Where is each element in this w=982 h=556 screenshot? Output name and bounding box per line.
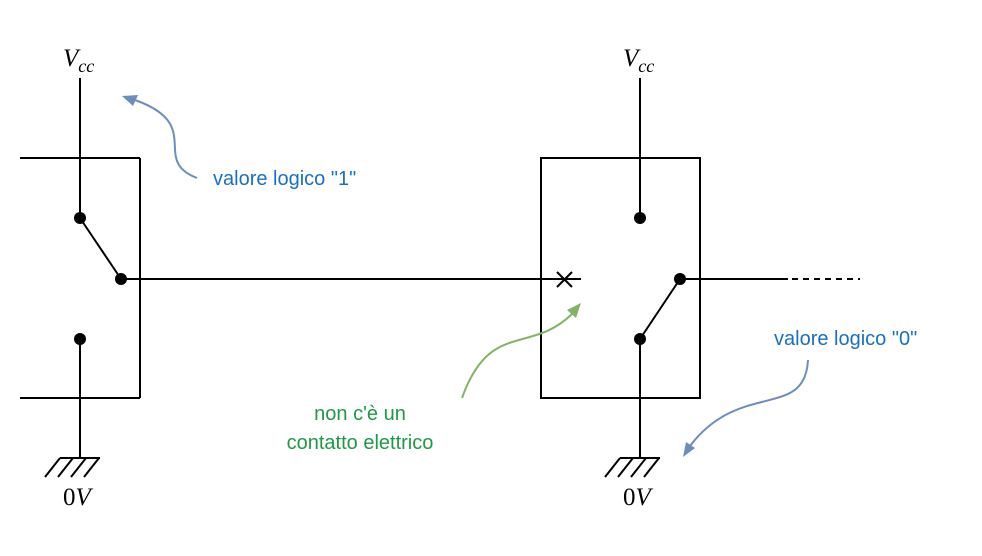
ground-label-left: 0V bbox=[63, 484, 94, 511]
logic-zero-arrow bbox=[683, 359, 809, 457]
right-top-contact bbox=[634, 212, 646, 224]
logic-one-arrow bbox=[122, 95, 198, 179]
no-contact-label-line2: contatto elettrico bbox=[287, 432, 434, 454]
vcc-label-left: Vcc bbox=[63, 45, 94, 76]
left-switch-lever bbox=[79, 217, 122, 280]
no-contact-arrow bbox=[461, 303, 581, 399]
logic-zero-label: valore logico "0" bbox=[774, 328, 917, 350]
ground-label-right: 0V bbox=[623, 484, 654, 511]
right-switch-lever bbox=[639, 278, 681, 340]
no-contact-label-line1: non c'è un bbox=[314, 403, 406, 425]
logic-one-label: valore logico "1" bbox=[213, 168, 356, 190]
right-ground-symbol bbox=[604, 457, 660, 478]
vcc-label-right: Vcc bbox=[623, 45, 654, 76]
left-switch-stage: Vcc 0V bbox=[20, 45, 141, 511]
left-ground-symbol bbox=[44, 457, 100, 478]
no-contact-cross-icon bbox=[556, 271, 573, 288]
right-switch-stage: Vcc 0V bbox=[540, 45, 860, 511]
